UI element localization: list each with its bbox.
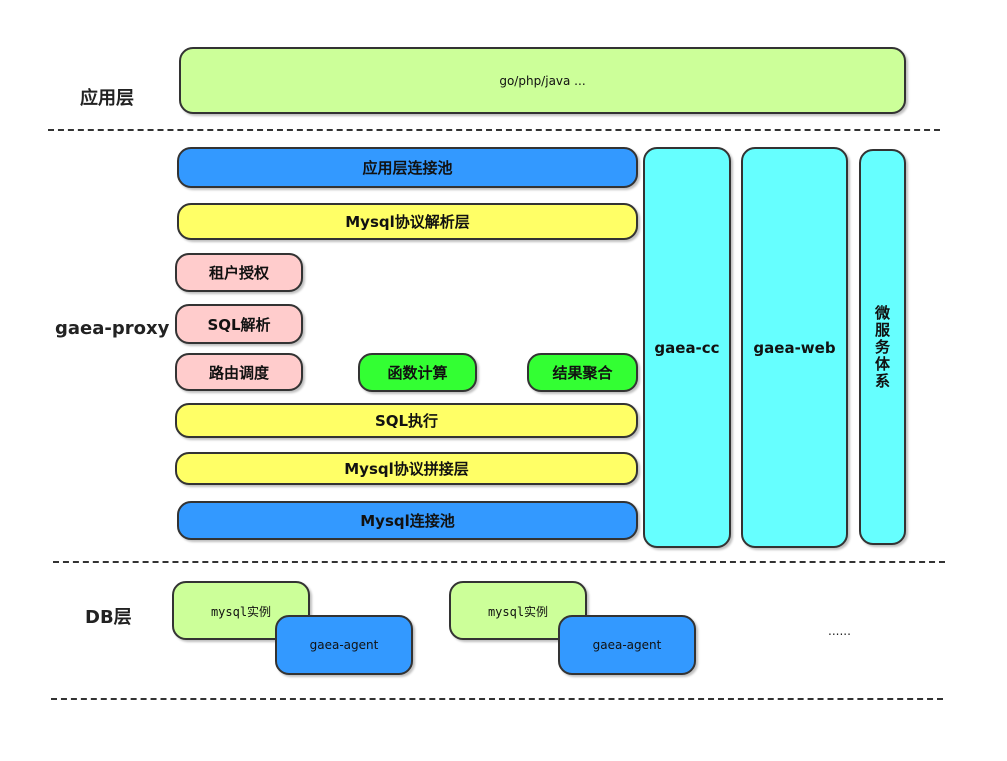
separator-app-proxy — [48, 129, 940, 131]
result-merge-box: 结果聚合 — [527, 353, 638, 392]
gaea-agent-1: gaea-agent — [275, 615, 413, 675]
proxy-layer-label: gaea-proxy — [55, 318, 170, 339]
tenant-auth-box: 租户授权 — [175, 253, 303, 292]
mysql-connection-pool: Mysql连接池 — [177, 501, 638, 540]
mysql-protocol-build-layer: Mysql协议拼接层 — [175, 452, 638, 485]
app-layer-label: 应用层 — [80, 88, 134, 109]
separator-bottom — [51, 698, 943, 700]
db-layer-label: DB层 — [85, 607, 132, 628]
routing-box: 路由调度 — [175, 353, 303, 391]
mysql-instance-1: mysql实例 — [172, 581, 310, 640]
microservice-module: 微服务体系 — [859, 149, 906, 545]
function-calc-box: 函数计算 — [358, 353, 477, 392]
mysql-protocol-parse-layer: Mysql协议解析层 — [177, 203, 638, 240]
gaea-web-module: gaea-web — [741, 147, 848, 548]
app-languages-box: go/php/java ... — [179, 47, 906, 114]
more-instances-ellipsis: ...... — [828, 624, 851, 638]
app-connection-pool: 应用层连接池 — [177, 147, 638, 188]
gaea-cc-module: gaea-cc — [643, 147, 731, 548]
sql-parse-box: SQL解析 — [175, 304, 303, 344]
separator-proxy-db — [53, 561, 945, 563]
sql-exec-layer: SQL执行 — [175, 403, 638, 438]
gaea-agent-2: gaea-agent — [558, 615, 696, 675]
